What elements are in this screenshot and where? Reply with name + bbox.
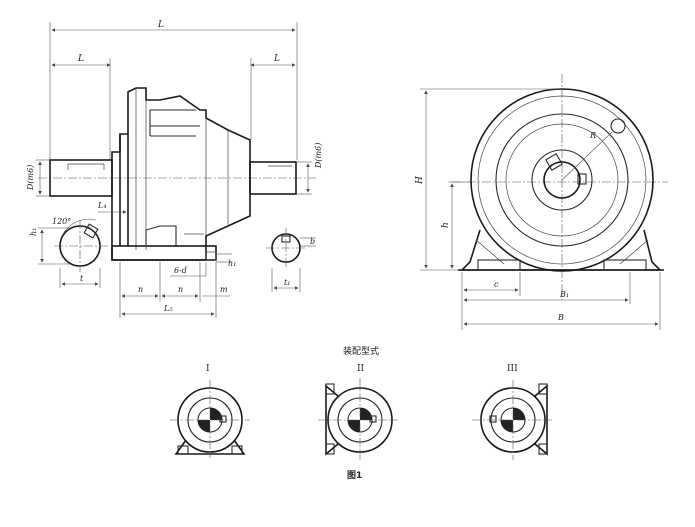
dim-B1: B₁ bbox=[559, 290, 569, 299]
dim-h-small: h₁ bbox=[228, 259, 236, 268]
housing-outline bbox=[111, 87, 251, 261]
assembly-type-2-label: II bbox=[357, 364, 365, 374]
dim-n-1: n bbox=[138, 285, 143, 294]
assembly-types: 装配型式 I II bbox=[170, 345, 552, 481]
dim-t1-right: t₁ bbox=[284, 278, 290, 287]
dim-L-overall: L bbox=[157, 20, 164, 30]
output-shaft-circle bbox=[543, 161, 581, 199]
dim-b-right: b bbox=[310, 237, 315, 246]
dim-c: c bbox=[494, 280, 499, 289]
dim-L4: L₄ bbox=[97, 201, 107, 210]
dim-L5: L₅ bbox=[163, 304, 173, 313]
output-shaft bbox=[249, 161, 297, 195]
angle-label: 120° bbox=[52, 217, 71, 226]
dim-D-right: D(m6) bbox=[314, 143, 323, 169]
dim-h1-left: h₁ bbox=[29, 228, 38, 236]
assembly-type-3: III bbox=[472, 364, 552, 460]
assembly-type-1-label: I bbox=[206, 364, 210, 374]
dim-t-left: t bbox=[80, 274, 84, 283]
assembly-type-3-label: III bbox=[507, 364, 518, 374]
assembly-type-1: I bbox=[170, 364, 250, 458]
dim-B: B bbox=[557, 313, 564, 322]
dim-n-2: n bbox=[178, 285, 183, 294]
dim-D-left: D(m6) bbox=[26, 165, 35, 191]
dim-m: m bbox=[220, 285, 228, 294]
hole-label: 6-d bbox=[174, 266, 187, 275]
side-view: L L L D(m6) bbox=[26, 20, 323, 318]
dim-H: H bbox=[415, 176, 425, 185]
figure-caption: 图1 bbox=[347, 470, 362, 481]
base-foot bbox=[111, 245, 217, 261]
front-view: R H h c B₁ B bbox=[415, 74, 668, 330]
label-R: R bbox=[589, 131, 596, 140]
dim-L-left: L bbox=[77, 54, 84, 64]
assembly-type-2: II bbox=[318, 364, 398, 460]
assembly-title: 装配型式 bbox=[343, 345, 379, 357]
dim-h: h bbox=[441, 222, 451, 228]
housing-outer-circle bbox=[470, 88, 654, 272]
dim-L-right: L bbox=[273, 54, 280, 64]
